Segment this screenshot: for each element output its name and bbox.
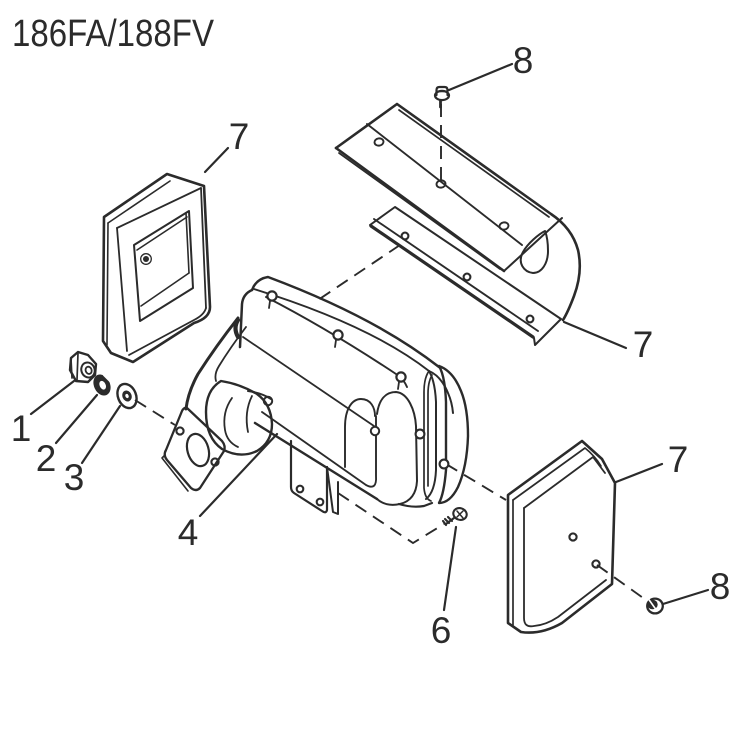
svg-text:7: 7 (229, 116, 250, 157)
svg-text:2: 2 (36, 438, 57, 479)
svg-text:186FA/188FV: 186FA/188FV (12, 13, 215, 55)
svg-text:7: 7 (633, 324, 654, 365)
svg-text:3: 3 (64, 457, 85, 498)
svg-text:1: 1 (11, 408, 32, 449)
svg-text:8: 8 (513, 40, 534, 81)
svg-text:6: 6 (431, 610, 452, 651)
svg-text:8: 8 (710, 566, 731, 607)
svg-text:7: 7 (668, 439, 689, 480)
svg-text:4: 4 (178, 512, 199, 553)
